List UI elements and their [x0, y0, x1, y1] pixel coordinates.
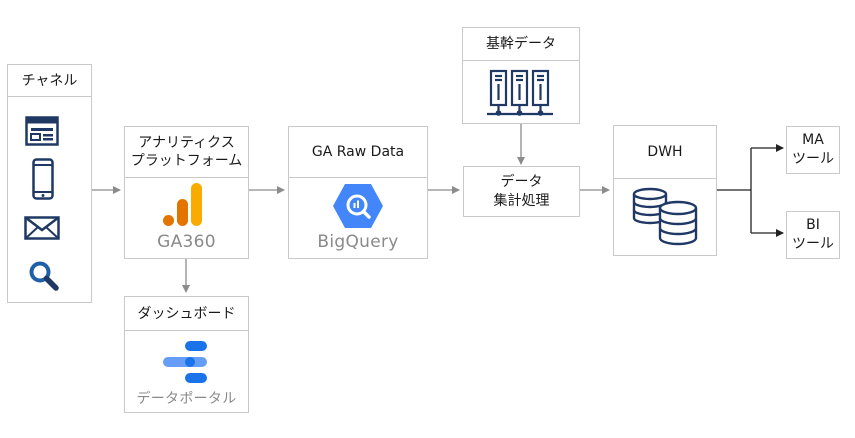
- dashboard-box: ダッシュボード データポータル: [124, 296, 249, 413]
- mail-icon: [24, 216, 60, 240]
- data-portal-label: データポータル: [136, 391, 237, 407]
- bi-line1: BI: [806, 217, 820, 233]
- data-processing-label: データ 集計処理: [464, 167, 579, 216]
- arrow-dwh-to-tools: [717, 144, 784, 237]
- master-data-box: 基幹データ: [462, 27, 580, 124]
- ma-tool-box: MA ツール: [786, 126, 840, 174]
- bi-line2: ツール: [792, 236, 834, 252]
- dashboard-title: ダッシュボード: [125, 297, 248, 331]
- analytics-title-line1: アナリティクス: [138, 135, 235, 151]
- bi-tool-box: BI ツール: [786, 211, 840, 259]
- ma-line1: MA: [802, 132, 824, 148]
- ga360-label: GA360: [157, 232, 216, 252]
- dwh-box: DWH: [613, 125, 717, 256]
- search-icon: [29, 261, 59, 291]
- data-studio-logo-icon: [163, 341, 207, 383]
- server-rack-icon: [487, 69, 553, 116]
- bigquery-logo-icon: [333, 184, 383, 228]
- database-icon: [632, 187, 698, 246]
- master-data-title: 基幹データ: [463, 28, 579, 61]
- google-analytics-logo-icon: [163, 183, 202, 226]
- processing-line1: データ: [500, 173, 543, 190]
- bigquery-label: BigQuery: [317, 232, 399, 252]
- processing-line2: 集計処理: [493, 192, 550, 209]
- channel-box: チャネル: [7, 64, 92, 303]
- analytics-platform-box: アナリティクス プラットフォーム GA360: [124, 126, 249, 259]
- analytics-title-line2: プラットフォーム: [130, 153, 243, 169]
- data-processing-box: データ 集計処理: [463, 166, 580, 217]
- ga-raw-data-title: GA Raw Data: [289, 127, 427, 178]
- bi-tool-label: BI ツール: [787, 212, 839, 258]
- web-page-icon: [25, 116, 59, 146]
- ga-raw-data-box: GA Raw Data BigQuery: [288, 126, 428, 259]
- channel-title: チャネル: [8, 65, 91, 97]
- smartphone-icon: [32, 158, 54, 200]
- ma-tool-label: MA ツール: [787, 127, 839, 173]
- ma-line2: ツール: [792, 151, 834, 167]
- analytics-platform-title: アナリティクス プラットフォーム: [125, 127, 248, 178]
- dwh-title: DWH: [614, 126, 716, 179]
